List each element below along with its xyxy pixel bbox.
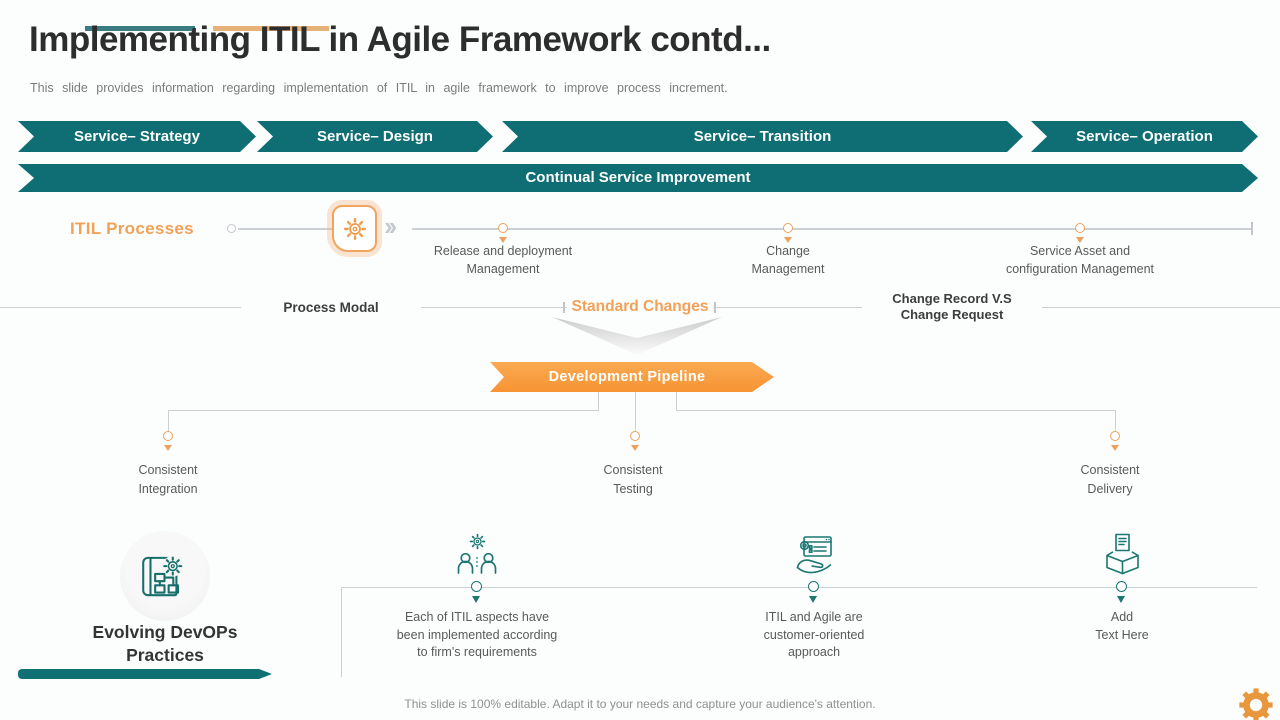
connector [341, 587, 342, 677]
stage-service-design: Service– Design [257, 121, 493, 152]
item-text: ITIL and Agile are customer-oriented app… [763, 610, 865, 659]
timeline-end-tick [1251, 222, 1253, 235]
timeline-node-arrow [1076, 237, 1084, 243]
timeline-node-marker [498, 223, 508, 233]
connector [598, 392, 599, 411]
outcome-node-marker [1110, 431, 1120, 441]
timeline-node-marker [1075, 223, 1085, 233]
customer-service-window-icon [796, 536, 832, 574]
page-subtitle: This slide provides information regardin… [30, 81, 728, 95]
box-document-icon [1106, 533, 1139, 575]
connector [1115, 410, 1116, 432]
team-gear-icon [457, 533, 497, 574]
item-node-arrow [809, 596, 817, 603]
connector [168, 410, 169, 432]
timeline-line [412, 228, 1252, 230]
item-node-marker [471, 581, 482, 592]
devops-arrow-bar [18, 669, 272, 679]
timeline-node-arrow [784, 237, 792, 243]
timeline-node-arrow [499, 237, 507, 243]
label-tick [714, 302, 716, 313]
accent-bar-orange [213, 26, 329, 31]
stage-service-transition: Service– Transition [502, 121, 1023, 152]
item-text: Each of ITIL aspects have been implement… [396, 610, 558, 659]
gear-icon [1239, 688, 1273, 720]
outcome-node-marker [630, 431, 640, 441]
item-node-marker [808, 581, 819, 592]
timeline-node-marker [783, 223, 793, 233]
devops-blueprint-gear-icon [142, 555, 184, 597]
stage-service-strategy: Service– Strategy [18, 121, 256, 152]
timeline-line [238, 228, 332, 230]
stage-service-operation: Service– Operation [1031, 121, 1258, 152]
connector [635, 392, 636, 432]
outcome-node-arrow [631, 445, 639, 451]
timeline-start-circle [227, 224, 236, 233]
forward-chevrons-icon: ›› [384, 211, 397, 241]
process-modal-label: Process Modal [241, 299, 421, 316]
standard-changes-label: Standard Changes [567, 297, 713, 317]
item-node-arrow [472, 596, 480, 603]
outcome-node-arrow [1111, 445, 1119, 451]
accent-bar-teal [85, 26, 195, 31]
item-text: Add Text Here [1095, 610, 1149, 642]
footer-note: This slide is 100% editable. Adapt it to… [404, 697, 876, 711]
down-arrow [552, 317, 722, 355]
connector [676, 392, 677, 411]
bottom-row-line [341, 587, 1257, 588]
item-node-marker [1116, 581, 1127, 592]
devops-icon-circle [120, 531, 210, 621]
item-node-arrow [1117, 596, 1125, 603]
itil-processes-heading: ITIL Processes [70, 219, 194, 238]
outcome-node-marker [163, 431, 173, 441]
label-tick [563, 302, 565, 313]
connector [676, 410, 1116, 411]
outcome-node-arrow [164, 445, 172, 451]
development-pipeline-banner: Development Pipeline [490, 362, 774, 392]
process-gear-document-icon [332, 205, 377, 252]
connector [168, 410, 599, 411]
page-title: Implementing ITIL in Agile Framework con… [29, 20, 771, 59]
continual-service-improvement-band: Continual Service Improvement [18, 164, 1258, 192]
